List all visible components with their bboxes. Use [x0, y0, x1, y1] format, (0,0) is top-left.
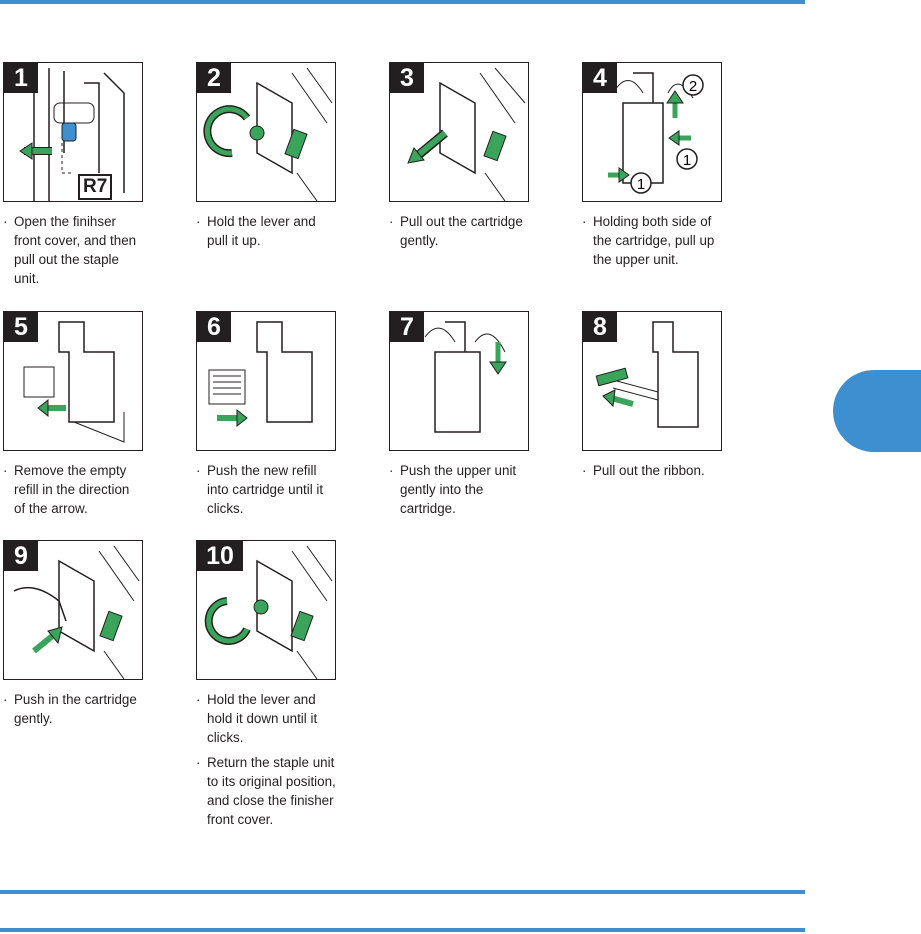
- step-6: 6 Push the new refill into cartridge unt…: [196, 311, 336, 524]
- step-number: 10: [197, 541, 243, 571]
- step-caption: Open the finihser front cover, and then …: [3, 212, 143, 288]
- step-caption: Push the new refill into cartridge until…: [196, 461, 336, 518]
- step-2: 2 Hold the lever and pull it up.: [196, 62, 336, 256]
- step-7-illustration: 7: [389, 311, 529, 451]
- bottom-rule-upper: [0, 890, 805, 894]
- top-rule: [0, 0, 805, 4]
- marker-2: 2: [689, 78, 697, 95]
- step-caption: Pull out the cartridge gently.: [389, 212, 529, 250]
- step-caption: Push the upper unit gently into the cart…: [389, 461, 529, 518]
- marker-1: 1: [637, 176, 645, 193]
- step-8-illustration: 8: [582, 311, 722, 451]
- lever-down-illustration: [204, 545, 333, 679]
- step-1: 1 R7 Open the finihser front cover, and …: [3, 62, 143, 294]
- bottom-rule-lower: [0, 928, 805, 932]
- step-caption: Push in the cartridge gently.: [3, 690, 143, 728]
- step-number: 2: [197, 63, 231, 93]
- step-caption: Holding both side of the cartridge, pull…: [582, 212, 722, 269]
- step-10-illustration: 10: [196, 540, 336, 680]
- step-number: 6: [197, 312, 231, 342]
- step-number: 3: [390, 63, 424, 93]
- step-3: 3 Pull out the cartridge gently.: [389, 62, 529, 256]
- push-cartridge-illustration: [13, 545, 140, 679]
- step-2-illustration: 2: [196, 62, 336, 202]
- caption-line: Push the new refill into cartridge until…: [196, 461, 336, 518]
- lift-upper-unit-illustration: 2 1 1: [608, 72, 704, 194]
- chapter-tab: [833, 370, 921, 452]
- pull-cartridge-illustration: [407, 67, 526, 201]
- caption-line: Pull out the cartridge gently.: [389, 212, 529, 250]
- step-number: 8: [583, 312, 617, 342]
- step-number: 7: [390, 312, 424, 342]
- lever-up-illustration: [203, 67, 333, 201]
- step-number: 9: [4, 541, 38, 571]
- part-label: R7: [78, 174, 113, 200]
- step-caption: Hold the lever and hold it down until it…: [196, 690, 336, 829]
- step-6-illustration: 6: [196, 311, 336, 451]
- pull-ribbon-illustration: [595, 321, 699, 428]
- push-upper-unit-illustration: [424, 321, 507, 433]
- step-10: 10 Hold the lever and hold it down until…: [196, 540, 336, 835]
- caption-line: Hold the lever and hold it down until it…: [196, 690, 336, 747]
- caption-line: Remove the empty refill in the direction…: [3, 461, 143, 518]
- step-caption: Pull out the ribbon.: [582, 461, 722, 480]
- marker-1: 1: [683, 152, 691, 169]
- caption-line: Open the finihser front cover, and then …: [3, 212, 143, 288]
- caption-line: Return the staple unit to its original p…: [196, 753, 336, 829]
- caption-line: Push in the cartridge gently.: [3, 690, 143, 728]
- step-number: 4: [583, 63, 617, 93]
- finisher-cover-illustration: [19, 68, 125, 201]
- caption-line: Hold the lever and pull it up.: [196, 212, 336, 250]
- step-4: 2 1 1 4 Holding both side of the cartrid…: [582, 62, 722, 275]
- step-number: 5: [4, 312, 38, 342]
- step-caption: Hold the lever and pull it up.: [196, 212, 336, 250]
- remove-refill-illustration: [23, 321, 125, 443]
- step-1-illustration: 1 R7: [3, 62, 143, 202]
- step-7: 7 Push the upper unit gently into the ca…: [389, 311, 529, 524]
- step-3-illustration: 3: [389, 62, 529, 202]
- insert-refill-illustration: [208, 321, 313, 428]
- caption-line: Holding both side of the cartridge, pull…: [582, 212, 722, 269]
- caption-line: Pull out the ribbon.: [582, 461, 722, 480]
- step-9: 9 Push in the cartridge gently.: [3, 540, 143, 734]
- step-9-illustration: 9: [3, 540, 143, 680]
- caption-line: Push the upper unit gently into the cart…: [389, 461, 529, 518]
- step-5: 5 Remove the empty refill in the directi…: [3, 311, 143, 524]
- step-4-illustration: 2 1 1 4: [582, 62, 722, 202]
- step-caption: Remove the empty refill in the direction…: [3, 461, 143, 518]
- step-5-illustration: 5: [3, 311, 143, 451]
- step-8: 8 Pull out the ribbon.: [582, 311, 722, 486]
- step-number: 1: [4, 63, 38, 93]
